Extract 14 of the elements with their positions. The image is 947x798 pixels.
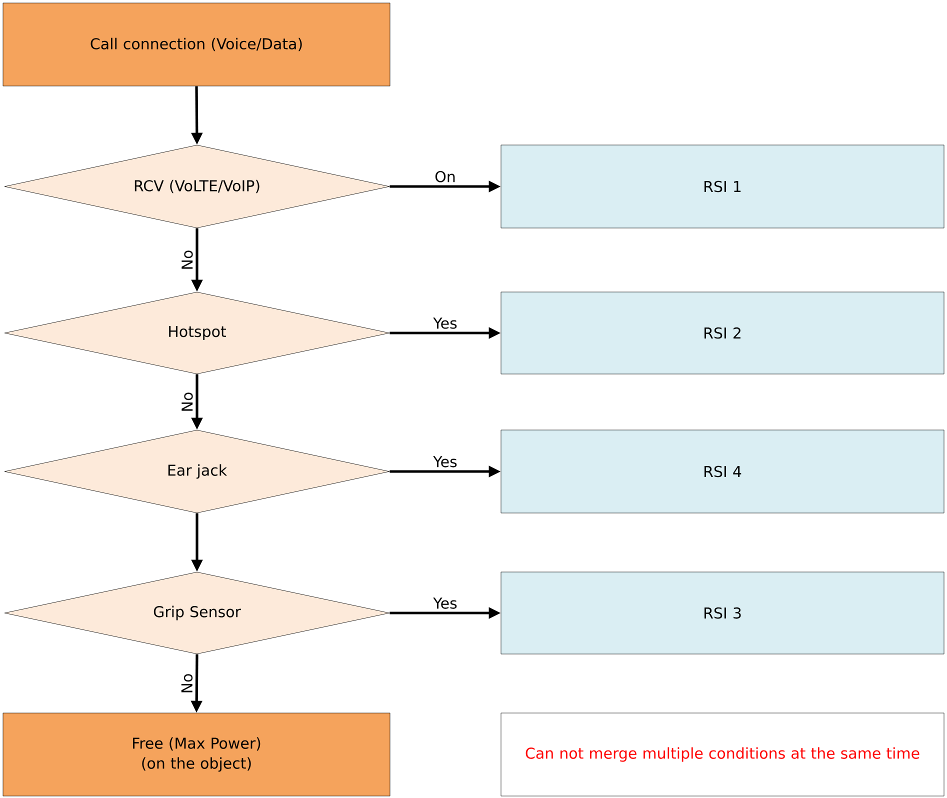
result-box: RSI 1 — [500, 144, 944, 228]
process-box: Call connection (Voice/Data) — [2, 2, 390, 86]
process-box: Free (Max Power) (on the object) — [2, 712, 390, 796]
edge-label: On — [435, 170, 455, 182]
edge-label: Yes — [433, 456, 457, 468]
result-box: RSI 2 — [500, 292, 944, 374]
edge-label: Yes — [433, 318, 457, 329]
edge-label: No — [182, 250, 193, 269]
edge-label: Yes — [433, 598, 457, 609]
result-box: RSI 3 — [500, 572, 944, 654]
edge-label: No — [182, 392, 193, 411]
result-box: RSI 4 — [500, 430, 944, 514]
edge-label: No — [181, 674, 193, 692]
note-box: Can not merge multiple conditions at the same time — [500, 712, 944, 796]
